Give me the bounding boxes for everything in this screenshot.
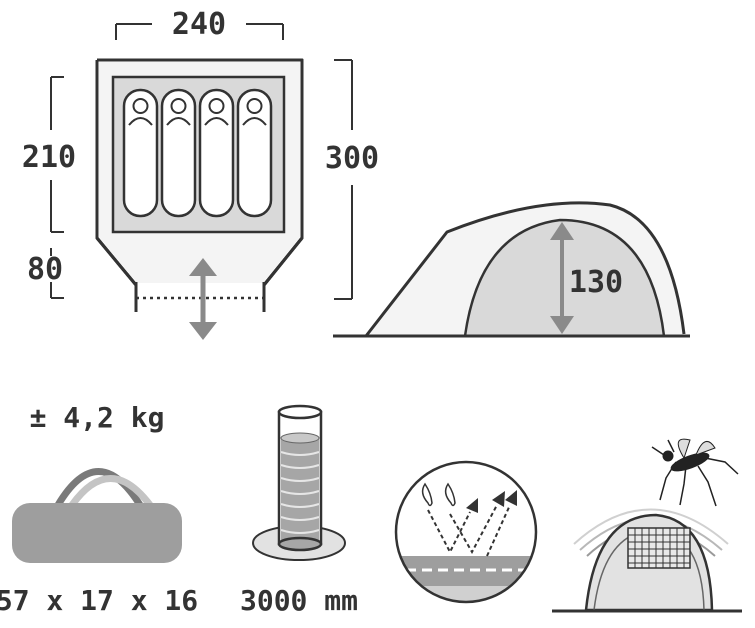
height-label: 130	[569, 265, 623, 300]
water-column-icon	[252, 404, 346, 561]
vestibule-depth-label: 80	[27, 252, 63, 287]
tent-floorplan-icon	[95, 58, 304, 340]
water-column-label: 3000 mm	[240, 584, 358, 617]
tent-side-view-icon	[333, 201, 690, 338]
sleeping-bag-icon	[198, 88, 235, 218]
mosquito-icon	[651, 438, 739, 507]
height-arrow-icon	[550, 222, 574, 334]
double-arrow-icon	[189, 258, 217, 340]
mesh-window	[627, 527, 691, 569]
breathable-fabric-icon	[394, 460, 538, 604]
sleeping-bag-icon	[122, 88, 159, 218]
packed-bag-icon	[12, 468, 182, 563]
inner-length-label: 210	[22, 140, 76, 175]
dimension-lines	[50, 23, 353, 300]
width-label: 240	[172, 7, 226, 42]
pack-size-label: 57 x 17 x 16	[0, 584, 198, 617]
mosquito-net-icon	[552, 438, 742, 613]
weight-label: ± 4,2 kg	[30, 401, 165, 434]
total-length-label: 300	[325, 141, 379, 176]
sleeping-bag-icon	[160, 88, 197, 218]
sleeping-bag-icon	[236, 88, 273, 218]
